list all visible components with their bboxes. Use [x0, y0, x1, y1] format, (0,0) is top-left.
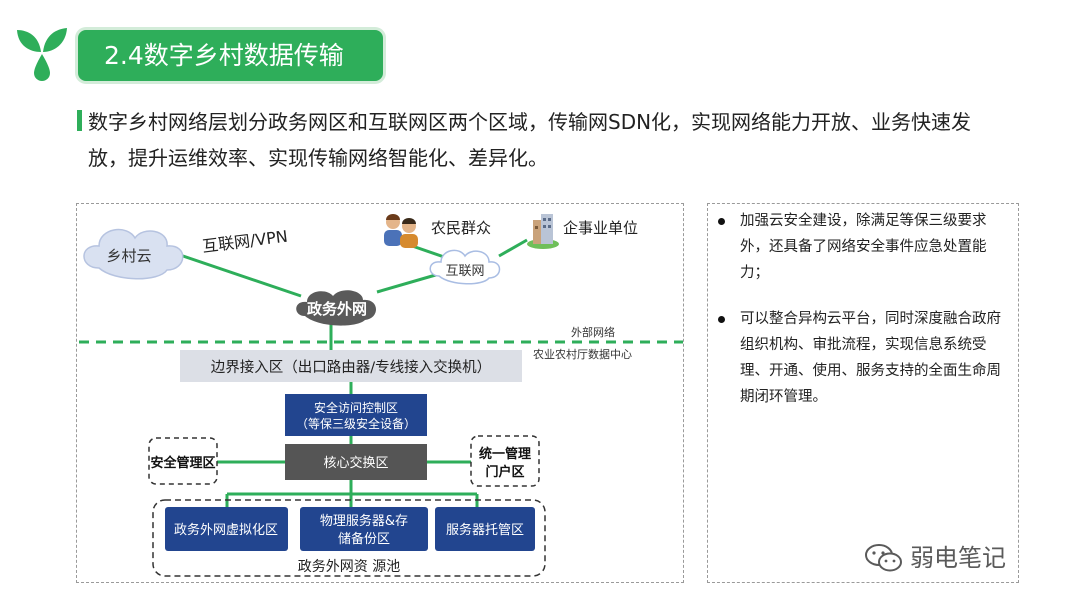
enterprises-label: 企事业单位 — [563, 219, 638, 237]
enterprise-building-icon — [527, 214, 559, 249]
core-switch-label: 核心交换区 — [323, 455, 388, 471]
page-title: 2.4数字乡村数据传输 — [78, 30, 383, 81]
border-access-zone — [180, 350, 522, 382]
bullet-icon — [718, 316, 725, 323]
virtual-zone-label: 政务外网虚拟化区 — [174, 522, 278, 538]
security-access-zone — [285, 394, 427, 436]
unified-mgmt-line2: 门户区 — [485, 464, 524, 480]
note-item: 可以整合异构云平台，同时深度融合政府组织机构、审批流程，实现信息系统受理、开通、… — [718, 306, 1010, 410]
hosting-zone — [435, 507, 535, 551]
security-access-line2: （等保三级安全设备） — [296, 416, 416, 431]
security-mgmt-zone — [148, 437, 218, 485]
security-mgmt-label: 安全管理区 — [150, 455, 215, 471]
virtual-zone — [165, 507, 288, 551]
link-internet-extranet — [376, 272, 440, 294]
internet-vpn-label: 互联网/VPN — [201, 227, 289, 256]
physical-storage-zone — [300, 507, 428, 551]
wechat-icon — [865, 544, 902, 572]
note-text: 加强云安全建设，除满足等保三级要求外，还具备了网络安全事件应急处置能力； — [740, 213, 987, 281]
village-cloud: 乡村云 — [83, 228, 184, 280]
resource-pool-zone — [152, 499, 546, 577]
link-cloud-extranet — [176, 252, 302, 298]
watermark-text: 弱电笔记 — [910, 544, 1006, 572]
note-item: 加强云安全建设，除满足等保三级要求外，还具备了网络安全事件应急处置能力； — [718, 208, 1010, 286]
farmers-icon — [384, 214, 418, 248]
network-diagram: 外部网络 农业农村厅数据中心 乡村云 互联网/VPN 农民群众 — [79, 214, 683, 577]
gov-extranet-label: 政务外网 — [307, 300, 367, 318]
gov-extranet-cloud: 政务外网 — [296, 290, 377, 326]
sprout-logo — [14, 22, 70, 82]
internet-cloud: 互联网 — [429, 249, 501, 285]
unified-mgmt-zone — [470, 435, 540, 487]
core-switch-zone — [285, 444, 427, 480]
physical-line1: 物理服务器&存 — [320, 513, 408, 529]
network-diagram-panel: 外部网络 农业农村厅数据中心 乡村云 互联网/VPN 农民群众 — [76, 203, 684, 583]
external-network-label: 外部网络 — [571, 325, 615, 339]
unified-mgmt-line1: 统一管理 — [479, 446, 531, 462]
note-text: 可以整合异构云平台，同时深度融合政府组织机构、审批流程，实现信息系统受理、开通、… — [740, 311, 1001, 405]
border-access-label: 边界接入区（出口路由器/专线接入交换机） — [211, 358, 491, 376]
resource-pool-label: 政务外网资 源池 — [298, 559, 400, 575]
intro-paragraph: 数字乡村网络层划分政务网区和互联网区两个区域，传输网SDN化，实现网络能力开放、… — [88, 110, 972, 170]
hosting-zone-label: 服务器托管区 — [446, 522, 524, 538]
intro-marker — [77, 110, 82, 131]
notes-panel: 加强云安全建设，除满足等保三级要求外，还具备了网络安全事件应急处置能力； 可以整… — [707, 203, 1019, 583]
datacenter-label: 农业农村厅数据中心 — [533, 347, 632, 361]
link-enterprise-internet — [498, 238, 528, 258]
bullet-icon — [718, 218, 725, 225]
security-access-line1: 安全访问控制区 — [314, 400, 398, 415]
farmers-label: 农民群众 — [431, 219, 491, 237]
internet-label: 互联网 — [445, 264, 484, 279]
physical-line2: 储备份区 — [338, 531, 390, 547]
village-cloud-label: 乡村云 — [106, 247, 151, 265]
